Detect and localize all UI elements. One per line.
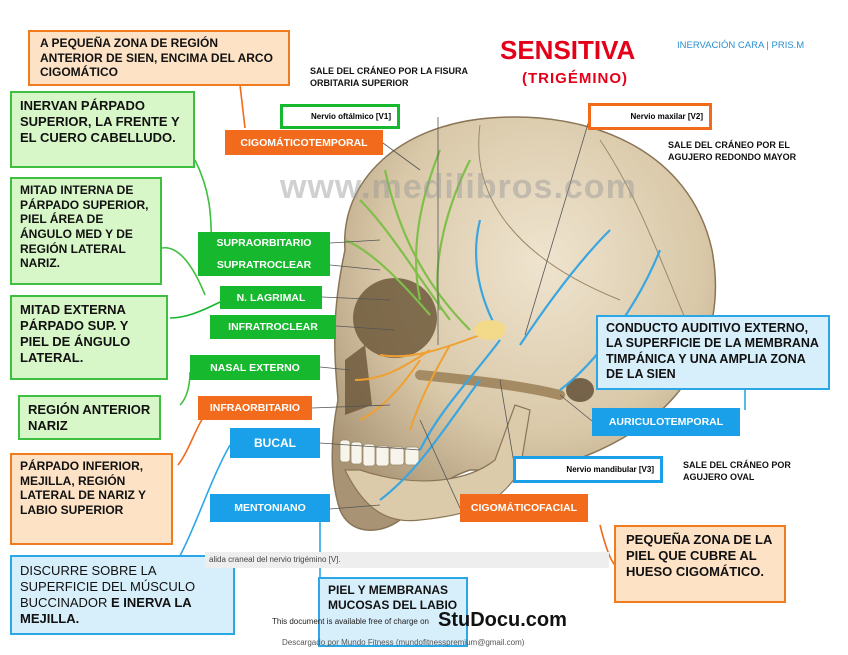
page-title: SENSITIVA [500,35,636,65]
zygomatic-arch [415,370,565,400]
teeth [339,439,420,467]
desc-bucal-bold: E INERVA LA MEJILLA. [20,594,192,626]
exit-note-v3: SALE DEL CRÁNEO POR AGUJERO OVAL [683,460,791,482]
desc-nasal-externo: REGIÓN ANTERIOR NARIZ [18,395,161,440]
desc-infratroclear: MITAD INTERNA DE PÁRPADO SUPERIOR, PIEL … [10,177,162,285]
nerve-label-v1: Nervio oftálmico [V1] [280,104,400,129]
tag-cigomaticofacial: CIGOMÁTICOFACIAL [460,494,588,522]
tag-bucal: BUCAL [230,428,320,458]
desc-cigomaticofacial: PEQUEÑA ZONA DE LA PIEL QUE CUBRE AL HUE… [614,525,786,603]
footer-free-text: This document is available free of charg… [272,617,429,626]
nerve-label-v3: Nervio mandibular [V3] [513,456,663,483]
nerve-label-v2: Nervio maxilar [V2] [588,103,712,130]
exit-note-v2: SALE DEL CRÁNEO POR EL AGUJERO REDONDO M… [668,140,797,162]
tag-mentoniano: MENTONIANO [210,494,330,522]
studocu-logo[interactable]: StuDocu.com [438,609,567,631]
tag-lagrimal: N. LAGRIMAL [220,286,322,309]
orbit-shape [353,278,437,358]
maxillary-nerve-branches [354,334,481,431]
pointer-lines [311,116,593,510]
desc-bucal: DISCURRE SOBRE LA SUPERFICIE DEL MÚSCULO… [10,555,235,635]
desc-bucal-text: DISCURRE SOBRE LA SUPERFICIE DEL MÚSCULO… [20,563,196,610]
desc-supraorbitario: INERVAN PÁRPADO SUPERIOR, LA FRENTE Y EL… [10,91,195,168]
desc-mentoniano: PIEL Y MEMBRANAS MUCOSAS DEL LABIO [318,577,468,647]
desc-cigomaticotemporal: A PEQUEÑA ZONA DE REGIÓN ANTERIOR DE SIE… [28,30,290,86]
ophthalmic-nerve-branches [344,149,471,331]
tag-infratroclear: INFRATROCLEAR [210,315,336,339]
tag-nasal-externo: NASAL EXTERNO [190,355,320,380]
desc-lagrimal: MITAD EXTERNA PÁRPADO SUP. Y PIEL DE ÁNG… [10,295,168,380]
ear-canal [566,378,594,402]
tag-supratroclear: SUPRATROCLEAR [198,254,330,276]
tag-cigomaticotemporal: CIGOMÁTICOTEMPORAL [225,130,383,155]
nerve-name: (TRIGÉMINO) [522,70,628,87]
watermark: www.medilibros.com [280,168,637,206]
desc-auriculotemporal: CONDUCTO AUDITIVO EXTERNO, LA SUPERFICIE… [596,315,830,390]
trigeminal-ganglion [474,320,506,340]
exit-note-v1: SALE DEL CRÁNEO POR LA FISURA ORBITARIA … [310,66,468,88]
figure-caption: alida craneal del nervio trigémino [V]. [205,552,609,568]
tag-supraorbitario: SUPRAORBITARIO [198,232,330,254]
tag-infraorbitario: INFRAORBITARIO [198,396,312,420]
footer-downloaded: Descargado por Mundo Fitness (mundofitne… [282,638,525,647]
tag-auriculotemporal: AURICULOTEMPORAL [592,408,740,436]
header-subtitle: INERVACIÓN CARA | PRIS.M [677,40,805,51]
desc-infraorbitario: PÁRPADO INFERIOR, MEJILLA, REGIÓN LATERA… [10,453,173,545]
